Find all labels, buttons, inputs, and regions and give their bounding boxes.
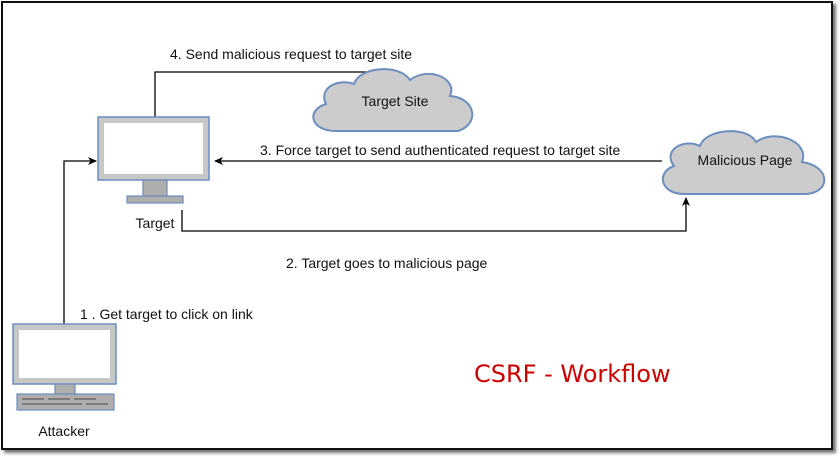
step-3-label: 3. Force target to send authenticated re…: [260, 142, 621, 158]
desktop-computer-icon: [12, 323, 117, 411]
attacker-node: Attacker: [12, 323, 117, 439]
diagram-title: CSRF - Workflow: [474, 360, 671, 388]
step-1-label: 1 . Get target to click on link: [80, 306, 254, 322]
edge-step-2: [181, 197, 690, 232]
monitor-icon: [97, 116, 210, 204]
target-site-node: Target Site: [312, 68, 474, 132]
step-4-label: 4. Send malicious request to target site: [170, 46, 412, 62]
target-node: Target: [97, 116, 210, 231]
cloud-icon: [312, 68, 474, 132]
cloud-icon: [661, 130, 826, 195]
target-label: Target: [136, 215, 175, 231]
edge-step-1: [63, 157, 97, 324]
attacker-label: Attacker: [38, 423, 90, 439]
step-2-label: 2. Target goes to malicious page: [286, 255, 488, 271]
malicious-page-label: Malicious Page: [698, 152, 793, 168]
target-site-label: Target Site: [362, 93, 429, 109]
malicious-page-node: Malicious Page: [661, 130, 826, 195]
